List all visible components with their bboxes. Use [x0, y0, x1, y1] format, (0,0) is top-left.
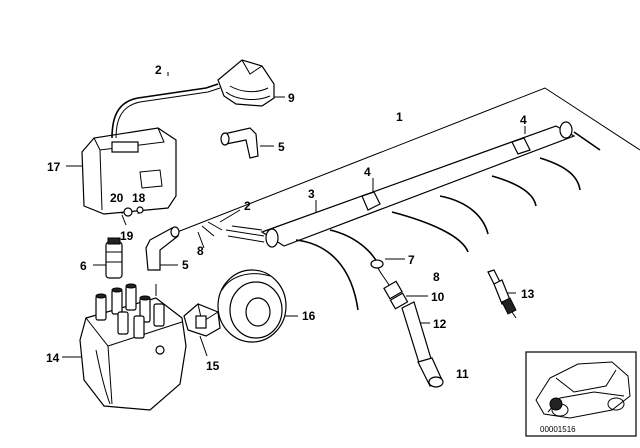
callout-18: 18: [132, 191, 146, 205]
callout-13: 13: [521, 287, 535, 301]
callout-labels: 1 2 2 3 4 4 5 5 6 7 8 8 9 10 11 12 13 14…: [46, 63, 535, 381]
callout-16: 16: [302, 309, 316, 323]
callout-3: 3: [308, 187, 315, 201]
ht-wire-coil: [111, 83, 221, 139]
leader-lines: [62, 72, 640, 378]
straight-connector: [105, 237, 123, 279]
callout-8-left: 8: [197, 244, 204, 258]
elbow-connector-top: [220, 127, 259, 159]
callout-4-mid: 4: [364, 165, 371, 179]
car-locator-inset: 00001516: [525, 351, 637, 437]
callout-2-top: 2: [155, 63, 162, 77]
ignition-coil: [81, 127, 177, 217]
callout-9: 9: [288, 91, 295, 105]
callout-2-mid: 2: [244, 199, 251, 213]
callout-19: 19: [120, 229, 134, 243]
callout-17: 17: [47, 160, 61, 174]
spark-plug: [487, 269, 517, 319]
dust-cover: [217, 269, 287, 343]
callout-15: 15: [206, 359, 220, 373]
diagram-code: 00001516: [540, 425, 576, 434]
callout-4-right: 4: [520, 113, 527, 127]
callout-6: 6: [80, 259, 87, 273]
elbow-connector-lower: [145, 226, 180, 271]
wiring-harness: [201, 121, 601, 311]
callout-10: 10: [431, 290, 445, 304]
plug-lead-assembly: [370, 259, 444, 388]
callout-11: 11: [456, 367, 469, 381]
callout-12: 12: [433, 317, 447, 331]
callout-8-right: 8: [433, 270, 440, 284]
callout-20: 20: [110, 191, 124, 205]
callout-14: 14: [46, 351, 60, 365]
distributor-cap: [79, 283, 187, 411]
callout-5-lower: 5: [182, 258, 189, 272]
callout-1: 1: [396, 110, 403, 124]
distributor-rotor: [183, 303, 221, 337]
callout-7: 7: [408, 253, 415, 267]
callout-5-top: 5: [278, 140, 285, 154]
rubber-boot: [217, 59, 275, 107]
